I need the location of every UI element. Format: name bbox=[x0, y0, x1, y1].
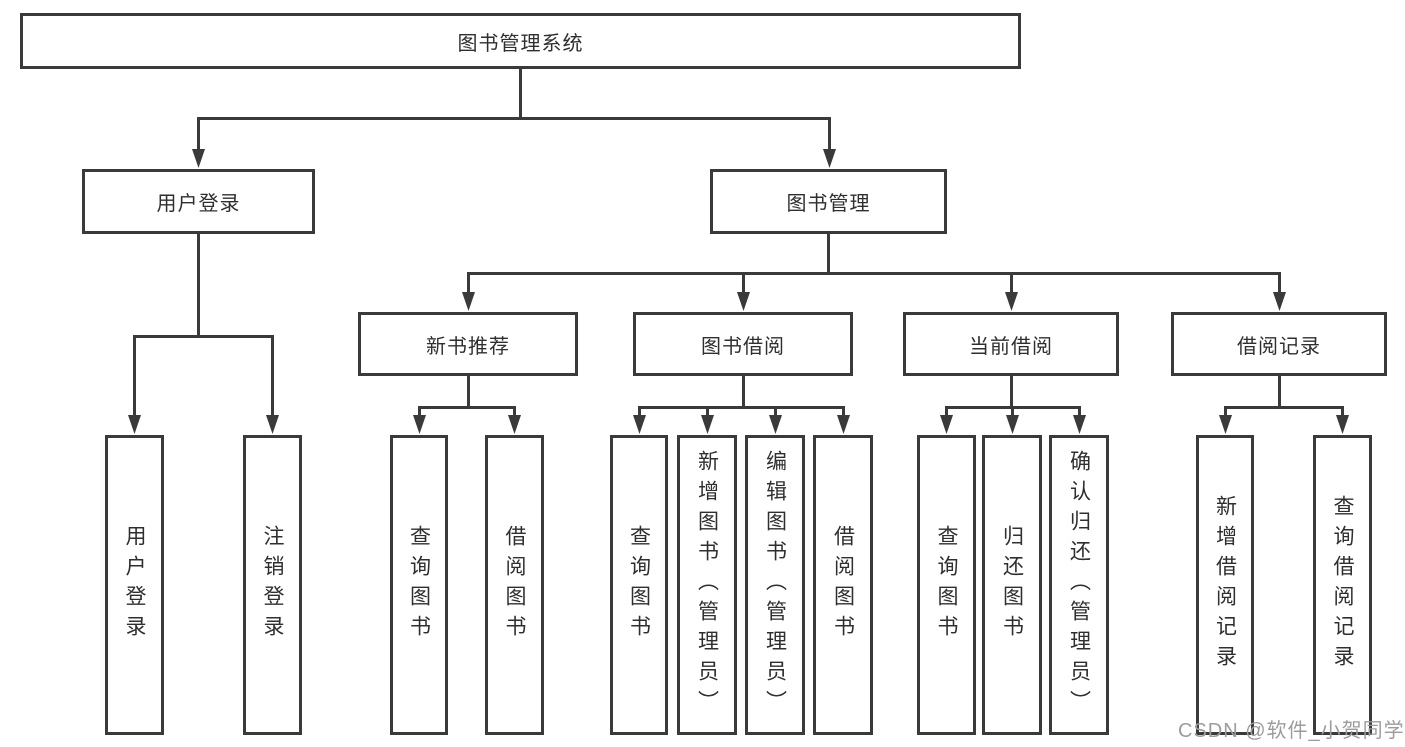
leaf-add-books-admin: 新增图书（管理员） bbox=[677, 435, 737, 735]
arrow-down-icon bbox=[823, 149, 836, 168]
connector-user-login-split bbox=[133, 234, 274, 417]
leaf-query-borrow-record: 查询借阅记录 bbox=[1313, 435, 1372, 735]
leaf-label: 用户登录 bbox=[123, 525, 147, 645]
arrow-down-icon bbox=[192, 149, 205, 168]
arrow-down-icon bbox=[1073, 415, 1086, 434]
leaf-borrow-books-recommend: 借阅图书 bbox=[485, 435, 544, 735]
leaf-add-borrow-record: 新增借阅记录 bbox=[1196, 435, 1254, 735]
node-user-login-branch: 用户登录 bbox=[82, 169, 315, 234]
arrow-down-icon bbox=[837, 415, 850, 434]
connector-new-book-recommend-split bbox=[418, 376, 516, 417]
leaf-label: 编辑图书（管理员） bbox=[763, 450, 787, 720]
node-label: 用户登录 bbox=[156, 193, 241, 215]
arrow-down-icon bbox=[462, 292, 475, 311]
leaf-label: 新增借阅记录 bbox=[1213, 495, 1237, 675]
arrowheads bbox=[128, 149, 1349, 434]
arrow-down-icon bbox=[701, 415, 714, 434]
arrow-down-icon bbox=[266, 415, 279, 434]
node-book-borrow: 图书借阅 bbox=[633, 312, 853, 376]
arrow-down-icon bbox=[633, 415, 646, 434]
leaf-borrow-books: 借阅图书 bbox=[813, 435, 873, 735]
node-label: 图书管理 bbox=[786, 193, 871, 215]
leaf-logout: 注销登录 bbox=[243, 435, 302, 735]
leaf-query-books-recommend: 查询图书 bbox=[390, 435, 448, 735]
arrow-down-icon bbox=[737, 292, 750, 311]
leaf-label: 新增图书（管理员） bbox=[695, 450, 719, 720]
leaf-label: 查询图书 bbox=[935, 525, 959, 645]
leaf-query-books-borrow: 查询图书 bbox=[610, 435, 668, 735]
node-book-management-system: 图书管理系统 bbox=[20, 13, 1021, 69]
node-borrow-records: 借阅记录 bbox=[1171, 312, 1387, 376]
leaf-edit-books-admin: 编辑图书（管理员） bbox=[745, 435, 805, 735]
arrow-down-icon bbox=[1219, 415, 1232, 434]
arrow-down-icon bbox=[508, 415, 521, 434]
node-book-management-branch: 图书管理 bbox=[710, 169, 947, 234]
leaf-label: 查询图书 bbox=[627, 525, 651, 645]
node-label: 图书管理系统 bbox=[457, 32, 584, 55]
node-label: 当前借阅 bbox=[969, 335, 1053, 358]
arrow-down-icon bbox=[940, 415, 953, 434]
arrow-down-icon bbox=[1005, 292, 1018, 311]
node-new-book-recommend: 新书推荐 bbox=[358, 312, 578, 376]
node-label: 新书推荐 bbox=[426, 335, 510, 358]
connector-book-borrow-split bbox=[638, 376, 845, 417]
node-label: 借阅记录 bbox=[1237, 335, 1321, 358]
leaf-user-login: 用户登录 bbox=[105, 435, 164, 735]
arrow-down-icon bbox=[769, 415, 782, 434]
leaf-label: 查询借阅记录 bbox=[1331, 495, 1355, 675]
leaf-return-books: 归还图书 bbox=[982, 435, 1042, 735]
connector-borrow-records-split bbox=[1224, 376, 1344, 417]
arrow-down-icon bbox=[128, 415, 141, 434]
leaf-query-books-current: 查询图书 bbox=[917, 435, 976, 735]
connector-book-management-split bbox=[467, 234, 1281, 294]
arrow-down-icon bbox=[1336, 415, 1349, 434]
arrow-down-icon bbox=[1273, 292, 1286, 311]
leaf-label: 借阅图书 bbox=[831, 525, 855, 645]
arrow-down-icon bbox=[413, 415, 426, 434]
leaf-label: 查询图书 bbox=[407, 525, 431, 645]
leaf-confirm-return-admin: 确认归还（管理员） bbox=[1049, 435, 1109, 735]
arrow-down-icon bbox=[1006, 415, 1019, 434]
csdn-watermark: CSDN @软件_小贺同学 bbox=[1178, 720, 1405, 742]
node-current-borrow: 当前借阅 bbox=[903, 312, 1119, 376]
leaf-label: 确认归还（管理员） bbox=[1067, 450, 1091, 720]
leaf-label: 注销登录 bbox=[261, 525, 285, 645]
connector-root-split bbox=[197, 69, 831, 151]
leaf-label: 归还图书 bbox=[1000, 525, 1024, 645]
leaf-label: 借阅图书 bbox=[503, 525, 527, 645]
connector-current-borrow-split bbox=[945, 376, 1081, 417]
node-label: 图书借阅 bbox=[701, 335, 785, 358]
